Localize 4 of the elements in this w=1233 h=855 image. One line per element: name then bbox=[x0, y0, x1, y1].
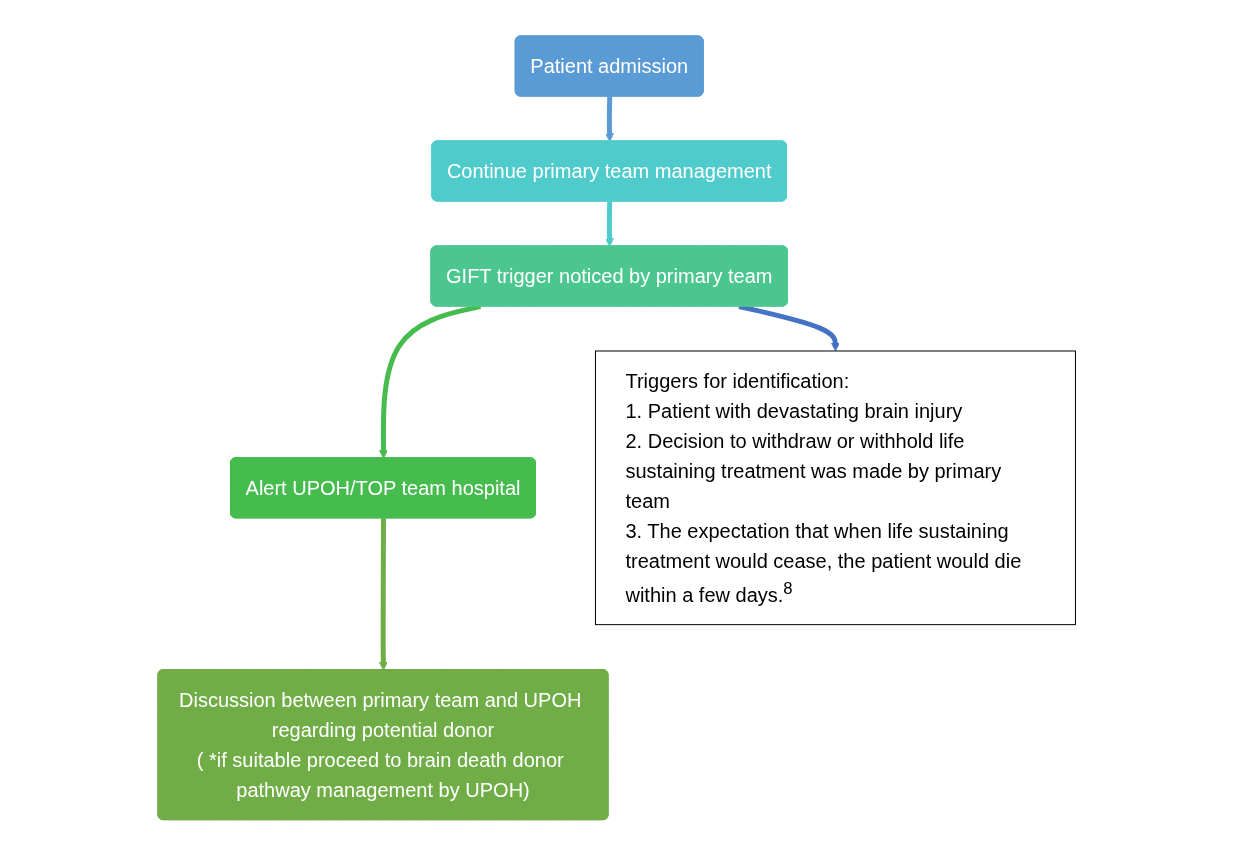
arrow bbox=[604, 201, 614, 247]
arrow bbox=[604, 96, 614, 142]
arrow bbox=[378, 517, 388, 671]
node-box: Triggers for identification: 1. Patient with devastating brain injury 2. Decision to withdraw or withhold life sustaining treatment was made by primary team 3. The expectation that when life sustaining treatment would cease, the patient would die within a few days.$^{8}$ bbox=[594, 350, 1076, 625]
